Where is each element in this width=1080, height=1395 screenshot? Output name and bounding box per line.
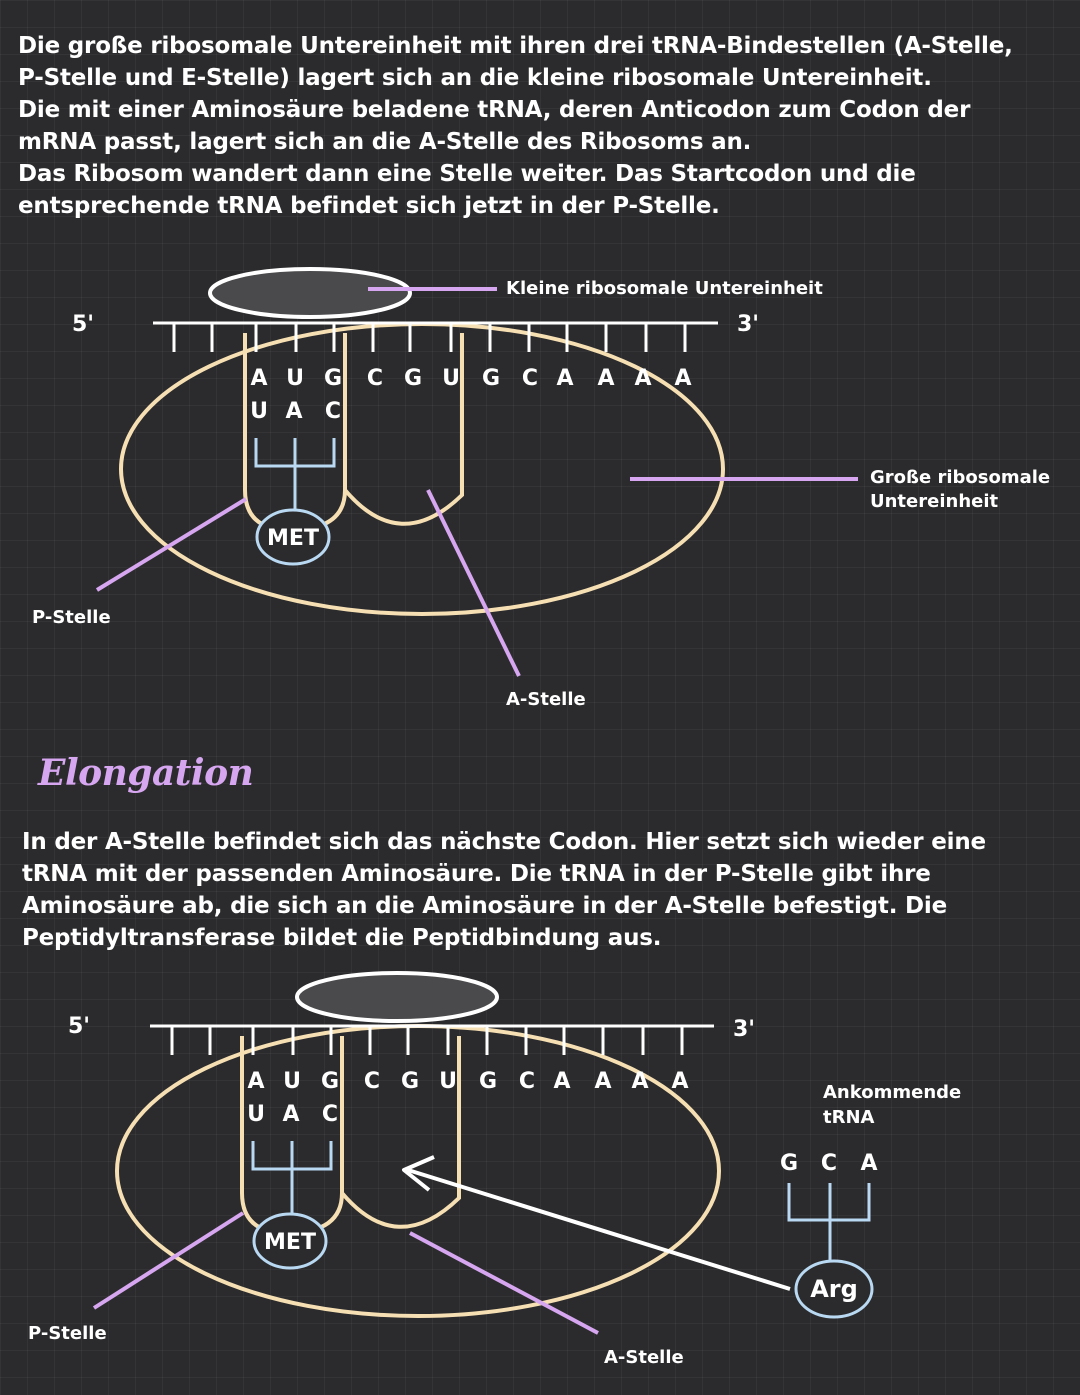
codon-base: G <box>482 366 500 391</box>
elongation-line: Peptidyltransferase bildet die Peptidbin… <box>22 925 662 951</box>
codon-base: C <box>364 1069 380 1094</box>
codon-base: A <box>553 1069 570 1094</box>
p-site-pointer <box>92 1211 245 1310</box>
trna-anticodon: U A C <box>250 399 341 424</box>
three-prime-label: 3' <box>737 312 759 337</box>
met-label: MET <box>267 526 319 551</box>
met-amino-acid <box>252 1212 328 1270</box>
codon-base: U <box>286 366 304 391</box>
arrow-head <box>402 1155 435 1192</box>
anticodon-base: C <box>325 399 341 424</box>
intro-line: Die große ribosomale Untereinheit mit ih… <box>18 33 1013 59</box>
codon-base: U <box>442 366 460 391</box>
intro-line: entsprechende tRNA befindet sich jetzt i… <box>18 193 720 219</box>
codon-base: U <box>439 1069 457 1094</box>
three-prime-label: 3' <box>733 1017 755 1042</box>
small-ribosomal-subunit <box>295 971 499 1023</box>
codon-base: A <box>671 1069 688 1094</box>
incoming-trna <box>787 1183 871 1262</box>
anticodon-base: U <box>250 399 268 424</box>
p-site-label: P-Stelle <box>32 607 111 628</box>
incoming-trna-label-line1: Ankommende <box>823 1082 961 1103</box>
a-site-label: A-Stelle <box>604 1347 684 1368</box>
anticodon-base: U <box>247 1102 265 1127</box>
codon-base: A <box>674 366 691 391</box>
five-prime-label: 5' <box>68 1014 90 1039</box>
elongation-line: Aminosäure ab, die sich an die Aminosäur… <box>22 893 948 919</box>
elongation-line: tRNA mit der passenden Aminosäure. Die t… <box>22 861 931 887</box>
arg-label: Arg <box>810 1275 858 1303</box>
incoming-anticodon: G C A <box>780 1151 878 1176</box>
codon-base: A <box>556 366 573 391</box>
incoming-arrow <box>407 1168 791 1291</box>
codon-base: G <box>324 366 342 391</box>
a-site-pointer <box>426 489 521 677</box>
anticodon-base: G <box>780 1151 798 1176</box>
codon-base: A <box>634 366 651 391</box>
codon-base: A <box>247 1069 264 1094</box>
codon-base: C <box>519 1069 535 1094</box>
trna-anticodon: U A C <box>247 1102 338 1127</box>
a-site-pocket <box>343 333 464 526</box>
intro-line: mRNA passt, lagert sich an die A-Stelle … <box>18 129 752 155</box>
p-site-label: P-Stelle <box>28 1323 107 1344</box>
anticodon-base: C <box>322 1102 338 1127</box>
codon-base: A <box>631 1069 648 1094</box>
small-subunit-label: Kleine ribosomale Untereinheit <box>506 278 823 299</box>
diagram-initiation: 5' 3' A U G C G U G C A A A A U A C MET <box>32 267 1050 710</box>
mrna-codons: A U G C G U G C A A A A <box>247 1069 688 1094</box>
anticodon-base: A <box>860 1151 877 1176</box>
anticodon-base: A <box>285 399 302 424</box>
codon-base: G <box>401 1069 419 1094</box>
codon-base: G <box>479 1069 497 1094</box>
codon-base: C <box>367 366 383 391</box>
codon-base: A <box>594 1069 611 1094</box>
met-amino-acid <box>255 508 331 566</box>
a-site-pocket <box>340 1036 461 1229</box>
codon-base: U <box>283 1069 301 1094</box>
anticodon-base: C <box>821 1151 837 1176</box>
mrna-ticks <box>170 1026 684 1055</box>
mrna-ticks <box>172 323 687 352</box>
small-ribosomal-subunit <box>208 267 412 319</box>
five-prime-label: 5' <box>72 312 94 337</box>
intro-paragraph: Die große ribosomale Untereinheit mit ih… <box>18 30 1068 222</box>
codon-base: C <box>522 366 538 391</box>
mrna-codons: A U G C G U G C A A A A <box>250 366 691 391</box>
a-site-pointer <box>409 1231 599 1335</box>
arg-amino-acid <box>794 1259 874 1319</box>
elongation-paragraph: In der A-Stelle befindet sich das nächst… <box>22 826 1062 954</box>
codon-base: A <box>250 366 267 391</box>
intro-line: P-Stelle und E-Stelle) lagert sich an di… <box>18 65 932 91</box>
trna-p-site <box>254 438 336 509</box>
elongation-heading: Elongation <box>38 752 254 794</box>
large-subunit-label-line1: Große ribosomale <box>870 467 1050 488</box>
codon-base: G <box>321 1069 339 1094</box>
trna-p-site <box>251 1141 333 1213</box>
elongation-line: In der A-Stelle befindet sich das nächst… <box>22 829 986 855</box>
large-subunit-label-line2: Untereinheit <box>870 491 999 512</box>
codon-base: A <box>597 366 614 391</box>
anticodon-base: A <box>282 1102 299 1127</box>
a-site-label: A-Stelle <box>506 689 586 710</box>
incoming-trna-label-line2: tRNA <box>823 1107 875 1128</box>
met-label: MET <box>264 1230 316 1255</box>
diagram-elongation: 5' 3' A U G C G U G C A A A A U A C MET <box>28 971 961 1368</box>
intro-line: Die mit einer Aminosäure beladene tRNA, … <box>18 97 971 123</box>
intro-line: Das Ribosom wandert dann eine Stelle wei… <box>18 161 916 187</box>
codon-base: G <box>404 366 422 391</box>
p-site-pointer <box>95 497 248 592</box>
